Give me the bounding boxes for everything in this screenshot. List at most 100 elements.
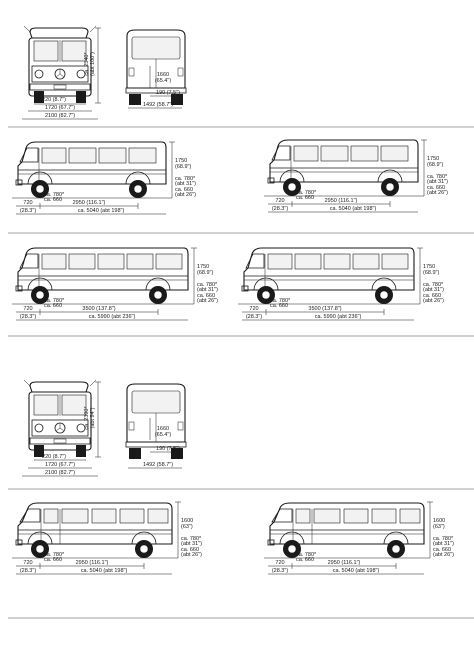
bottom-rear-view: 1660 (65.4") 190 (7.5") 1492 (58.7") (125, 383, 187, 469)
bottom-side-1-gnd2-label: ca. 660 (181, 547, 199, 553)
top-side-4-front-gnd2-label: ca. 660 (270, 303, 288, 309)
bottom-side-1-front-gnd-label: ca. 780* (44, 552, 65, 558)
bottom-side-1-gnd1-sub-label: (abt 31") (181, 541, 202, 547)
top-side-2: 1750(68.9")ca. 780*(abt 31")ca. 660(abt … (263, 139, 448, 213)
bottom-side-1-height-label: 1600 (181, 518, 193, 524)
top-side-1-drawing (11, 141, 173, 199)
bottom-side-1-drawing (11, 502, 179, 559)
top-side-4-gnd2-sub-label: (abt 26") (423, 298, 444, 304)
bottom-side-1-wheelbase-label: 2950 (116.1") (76, 560, 109, 566)
top-side-1-length-label: ca. 5040 (abt 198") (78, 208, 125, 214)
top-side-2-drawing (263, 139, 425, 197)
top-side-2-gnd2-label: ca. 660 (427, 185, 445, 191)
top-side-4-front-gnd-label: ca. 780* (270, 298, 291, 304)
bottom-side-2-gnd1-label: ca. 780* (433, 536, 454, 542)
bottom-side-1-gnd2-sub-label: (abt 26") (181, 552, 202, 558)
top-front-height-sub-label: (abt 100") (90, 52, 96, 76)
top-side-2-height-sub-label: (68.9") (427, 162, 443, 168)
top-side-1-front-label: 720 (23, 200, 32, 206)
bottom-side-views: 1600(63")ca. 780*(abt 31")ca. 660(abt 26… (11, 501, 454, 575)
top-side-4-length-label: ca. 5990 (abt 236") (315, 314, 362, 320)
bottom-rear-height-label: 1660 (157, 426, 169, 432)
top-side-3-gnd1-label: ca. 780* (197, 282, 218, 288)
bottom-front-track-label: 220 (8.7") (42, 454, 66, 460)
bottom-side-2-wheelbase-label: 2950 (116.1") (328, 560, 361, 566)
top-side-3-height-label: 1750 (197, 264, 209, 270)
top-side-2-front-gnd2-label: ca. 660 (296, 195, 314, 201)
bottom-side-2-height-sub-label: (63") (433, 524, 445, 530)
bottom-front-inner-width-label: 1720 (67.7") (45, 462, 75, 468)
top-front-inner-width-label: 1720 (67.7") (45, 105, 75, 111)
bottom-side-2-front-sub-label: (28.3") (272, 568, 288, 574)
top-side-4-front-label: 720 (249, 306, 258, 312)
top-side-4-wheelbase-label: 3500 (137.8") (308, 306, 341, 312)
top-side-3-gnd2-sub-label: (abt 26") (197, 298, 218, 304)
top-front-track-label: 220 (8.7") (42, 97, 66, 103)
top-side-4-front-sub-label: (28.3") (246, 314, 262, 320)
top-front-view: ca. 2540* (abt 100") 220 (8.7") 1720 (67… (22, 25, 101, 120)
bottom-side-2-front-label: 720 (275, 560, 284, 566)
top-side-4-gnd1-label: ca. 780* (423, 282, 444, 288)
top-side-2-gnd1-label: ca. 780* (427, 174, 448, 180)
bottom-side-2-gnd1-sub-label: (abt 31") (433, 541, 454, 547)
top-side-views: 1750(68.9")ca. 780*(abt 31")ca. 660(abt … (11, 139, 448, 321)
top-front-outer-width-label: 2100 (82.7") (45, 113, 75, 119)
top-side-1-height-sub-label: (68.9") (175, 164, 191, 170)
bottom-side-2-gnd2-sub-label: (abt 26") (433, 552, 454, 558)
bottom-side-1: 1600(63")ca. 780*(abt 31")ca. 660(abt 26… (11, 501, 202, 575)
bottom-front-height-sub-label: (abt 94") (90, 407, 96, 428)
top-side-3-front-gnd2-label: ca. 660 (44, 303, 62, 309)
top-side-3-wheelbase-label: 3500 (137.8") (82, 306, 115, 312)
top-rear-clearance-label: 190 (7.5") (156, 90, 180, 96)
top-side-1-front-gnd-label: ca. 780* (44, 192, 65, 198)
bottom-rear-clearance-label: 190 (7.5") (156, 446, 180, 452)
top-side-4-drawing (237, 247, 421, 305)
top-side-2-gnd2-sub-label: (abt 26") (427, 190, 448, 196)
bottom-front-view: ca. 2390* (abt 94") 220 (8.7") 1720 (67.… (22, 379, 101, 477)
bottom-side-1-gnd1-label: ca. 780* (181, 536, 202, 542)
top-side-1-height-label: 1750 (175, 158, 187, 164)
top-side-3-height-sub-label: (68.9") (197, 270, 213, 276)
bottom-rear-height-sub-label: (65.4") (155, 432, 171, 438)
bottom-side-2-drawing (263, 502, 431, 559)
top-side-3-front-label: 720 (23, 306, 32, 312)
top-side-2-front-sub-label: (28.3") (272, 206, 288, 212)
top-side-2-front-gnd-label: ca. 780* (296, 190, 317, 196)
top-rear-view: 1660 (65.4") 190 (7.5") 1492 (58.7") (125, 29, 187, 109)
top-side-3: 1750(68.9")ca. 780*(abt 31")ca. 660(abt … (11, 247, 218, 321)
top-side-3-front-gnd-label: ca. 780* (44, 298, 65, 304)
top-side-2-wheelbase-label: 2950 (116.1") (325, 198, 358, 204)
bottom-side-2-length-label: ca. 5040 (abt 198") (333, 568, 380, 574)
top-side-3-gnd1-sub-label: (abt 31") (197, 287, 218, 293)
top-rear-height-label: 1660 (157, 72, 169, 78)
top-side-2-gnd1-sub-label: (abt 31") (427, 179, 448, 185)
top-side-3-front-sub-label: (28.3") (20, 314, 36, 320)
top-side-2-height-label: 1750 (427, 156, 439, 162)
top-side-4: 1750(68.9")ca. 780*(abt 31")ca. 660(abt … (237, 247, 444, 321)
top-side-1-front-gnd2-label: ca. 660 (44, 197, 62, 203)
top-side-1-gnd1-sub-label: (abt 31") (175, 181, 196, 187)
top-side-3-length-label: ca. 5990 (abt 236") (89, 314, 136, 320)
top-side-3-gnd2-label: ca. 660 (197, 293, 215, 299)
bottom-side-2-front-gnd2-label: ca. 660 (296, 557, 314, 563)
top-front-height-label: ca. 2540* (84, 52, 90, 76)
bottom-side-2-front-gnd-label: ca. 780* (296, 552, 317, 558)
bottom-front-outer-width-label: 2100 (82.7") (45, 470, 75, 476)
top-side-1-gnd2-sub-label: (abt 26") (175, 192, 196, 198)
bottom-side-2-height-label: 1600 (433, 518, 445, 524)
bottom-side-1-front-label: 720 (23, 560, 32, 566)
top-side-1: 1750(68.9") ca. 780* (abt 31") ca. 660 (abt … (11, 141, 196, 215)
top-rear-track-label: 1492 (58.7") (143, 102, 173, 108)
bottom-side-1-front-gnd2-label: ca. 660 (44, 557, 62, 563)
bottom-side-2: 1600(63")ca. 780*(abt 31")ca. 660(abt 26… (263, 501, 454, 575)
bottom-side-2-gnd2-label: ca. 660 (433, 547, 451, 553)
top-side-2-front-label: 720 (275, 198, 284, 204)
bottom-rear-track-label: 1492 (58.7") (143, 462, 173, 468)
top-side-2-length-label: ca. 5040 (abt 198") (330, 206, 377, 212)
top-side-1-wheelbase-label: 2950 (116.1") (73, 200, 106, 206)
bottom-side-1-height-sub-label: (63") (181, 524, 193, 530)
top-side-4-height-label: 1750 (423, 264, 435, 270)
top-side-1-front-sub-label: (28.3") (20, 208, 36, 214)
bottom-front-height-label: ca. 2390* (84, 406, 90, 430)
